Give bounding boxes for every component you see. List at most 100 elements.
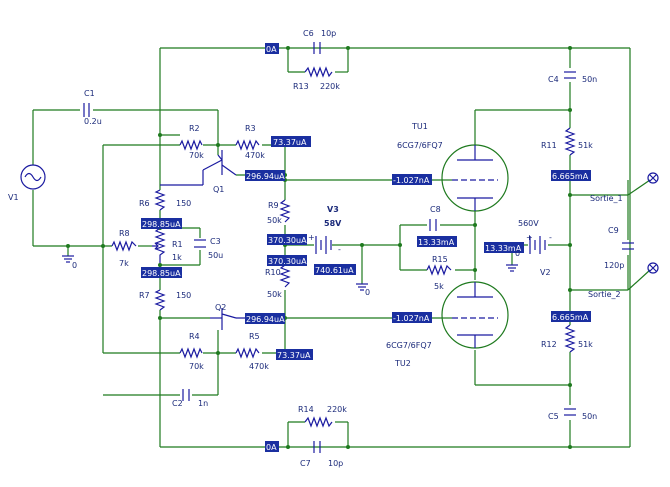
r14-resistor[interactable] xyxy=(304,416,333,428)
probe-tu2-grid-label: -1.027nA xyxy=(393,314,430,323)
probe-tu1-grid: -1.027nA xyxy=(392,174,432,185)
probe-v2-label: 13.33mA xyxy=(485,244,522,253)
probe-r6-label: 298.85uA xyxy=(142,220,181,229)
c9-value: 120p xyxy=(604,261,624,270)
tu1-label: TU1 xyxy=(411,122,428,131)
v2-minus: - xyxy=(549,233,552,242)
c3-label: C3 xyxy=(210,237,221,246)
v2-value: 560V xyxy=(518,219,539,228)
c1-capacitor[interactable] xyxy=(83,103,90,117)
r4-label: R4 xyxy=(189,332,200,341)
ground-right-label: 0 xyxy=(515,249,520,258)
r15-label: R15 xyxy=(432,255,448,264)
r10-value: 50k xyxy=(267,290,282,299)
r2-resistor[interactable] xyxy=(179,139,203,151)
r1-label: R1 xyxy=(172,240,183,249)
sortie-2-terminal[interactable] xyxy=(647,262,659,274)
v3-minus: - xyxy=(338,245,341,254)
c9-capacitor[interactable] xyxy=(622,242,634,250)
r3-label: R3 xyxy=(245,124,256,133)
probe-r5-label: 73.37uA xyxy=(277,351,311,360)
probe-tu1-grid-label: -1.027nA xyxy=(393,176,430,185)
r2-label: R2 xyxy=(189,124,200,133)
r2-value: 70k xyxy=(189,151,204,160)
c2-capacitor[interactable] xyxy=(182,389,190,401)
probe-r11: 6.665mA xyxy=(551,170,591,181)
probe-tu2-grid: -1.027nA xyxy=(392,312,432,323)
v2-battery[interactable] xyxy=(529,236,546,254)
r3-resistor[interactable] xyxy=(235,139,260,151)
c6-capacitor[interactable] xyxy=(313,42,321,54)
c4-value: 50n xyxy=(582,75,597,84)
c7-capacitor[interactable] xyxy=(313,441,321,453)
q1-label: Q1 xyxy=(213,185,224,194)
probe-r11-label: 6.665mA xyxy=(552,172,589,181)
r11-resistor[interactable] xyxy=(564,127,576,156)
r1-potentiometer[interactable] xyxy=(152,227,166,263)
probe-r12: 6.665mA xyxy=(551,311,591,322)
r7-label: R7 xyxy=(139,291,150,300)
c3-value: 50u xyxy=(208,251,223,260)
v3-value: 58V xyxy=(324,219,342,228)
c7-label: C7 xyxy=(300,459,311,468)
tu1-tube[interactable] xyxy=(440,144,509,212)
tu2-label: TU2 xyxy=(394,359,411,368)
c4-capacitor[interactable] xyxy=(564,71,576,79)
r6-resistor[interactable] xyxy=(154,189,166,211)
c5-capacitor[interactable] xyxy=(564,408,576,416)
r5-label: R5 xyxy=(249,332,260,341)
r10-label: R10 xyxy=(265,268,281,277)
probe-q1e-label: 296.94uA xyxy=(246,172,285,181)
r9-value: 50k xyxy=(267,216,282,225)
v2-label: V2 xyxy=(540,268,551,277)
probe-c8-label: 13.33mA xyxy=(418,238,455,247)
ground-symbol-right xyxy=(506,264,518,272)
r4-resistor[interactable] xyxy=(179,347,203,359)
r1-value: 1k xyxy=(172,253,182,262)
r9-resistor[interactable] xyxy=(279,199,291,223)
c4-label: C4 xyxy=(548,75,559,84)
r8-label: R8 xyxy=(119,229,130,238)
c2-value: 1n xyxy=(198,399,208,408)
c3-capacitor[interactable] xyxy=(194,239,206,248)
probe-r3: 73.37uA xyxy=(271,136,311,147)
v3-label: V3 xyxy=(327,205,339,214)
r11-value: 51k xyxy=(578,141,593,150)
c6-label: C6 xyxy=(303,29,314,38)
probe-v3: 740.61uA xyxy=(314,264,356,275)
tu2-value: 6CG7/6FQ7 xyxy=(386,341,432,350)
r10-resistor[interactable] xyxy=(279,264,291,288)
probe-c8: 13.33mA xyxy=(417,236,457,247)
probe-r1-label: 298.85uA xyxy=(142,269,181,278)
probe-bottom: 0A xyxy=(265,441,279,452)
r12-resistor[interactable] xyxy=(564,324,576,353)
probe-r12-label: 6.665mA xyxy=(552,313,589,322)
sortie-1-terminal[interactable] xyxy=(647,172,659,184)
r3-value: 470k xyxy=(245,151,265,160)
r8-resistor[interactable] xyxy=(111,240,137,252)
r13-label: R13 xyxy=(293,82,309,91)
sortie-1-label: Sortie_1 xyxy=(590,194,623,203)
component-labels: C1 0.2u V1 R2 70k R3 470k Q1 R6 150 R8 7… xyxy=(8,29,624,468)
c6-value: 10p xyxy=(321,29,336,38)
r15-resistor[interactable] xyxy=(426,264,452,276)
ground-left-label: 0 xyxy=(72,261,77,270)
v1-source[interactable] xyxy=(20,164,46,190)
r13-resistor[interactable] xyxy=(304,66,333,78)
r14-value: 220k xyxy=(327,405,347,414)
r7-value: 150 xyxy=(176,291,191,300)
probe-r1: 298.85uA xyxy=(141,267,182,278)
probe-top: 0A xyxy=(265,43,279,54)
tu2-tube[interactable] xyxy=(440,281,509,349)
c1-label: C1 xyxy=(84,89,95,98)
r7-resistor[interactable] xyxy=(154,289,166,311)
r11-label: R11 xyxy=(541,141,557,150)
v3-battery[interactable] xyxy=(315,236,332,254)
c8-capacitor[interactable] xyxy=(429,219,437,231)
r5-value: 470k xyxy=(249,362,269,371)
q1-transistor[interactable] xyxy=(160,150,237,186)
r5-resistor[interactable] xyxy=(235,347,260,359)
probe-v3-label: 740.61uA xyxy=(315,266,354,275)
ground-symbol-left xyxy=(62,255,74,263)
